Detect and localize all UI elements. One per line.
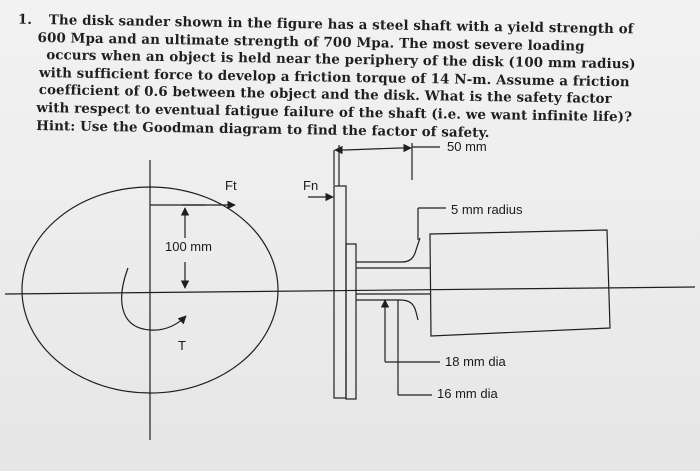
label-5mm-radius: 5 mm radius <box>451 202 523 217</box>
label-ft: Ft <box>225 178 237 193</box>
label-fn: Fn <box>303 178 319 193</box>
label-t: T <box>178 338 186 353</box>
label-50mm: 50 mm <box>447 139 487 154</box>
torque-arrow <box>121 267 187 331</box>
label-18mm-dia: 18 mm dia <box>445 354 506 369</box>
fillet-lower <box>356 299 419 321</box>
hub-flange <box>345 243 357 400</box>
label-100mm: 100 mm <box>165 239 212 254</box>
fillet-upper <box>356 237 421 263</box>
dim-50mm-line <box>344 147 401 151</box>
label-16mm-dia: 16 mm dia <box>437 386 498 401</box>
disk-side-plate <box>333 185 347 399</box>
shaft-axis-line <box>4 286 696 295</box>
motor-body <box>429 229 611 337</box>
